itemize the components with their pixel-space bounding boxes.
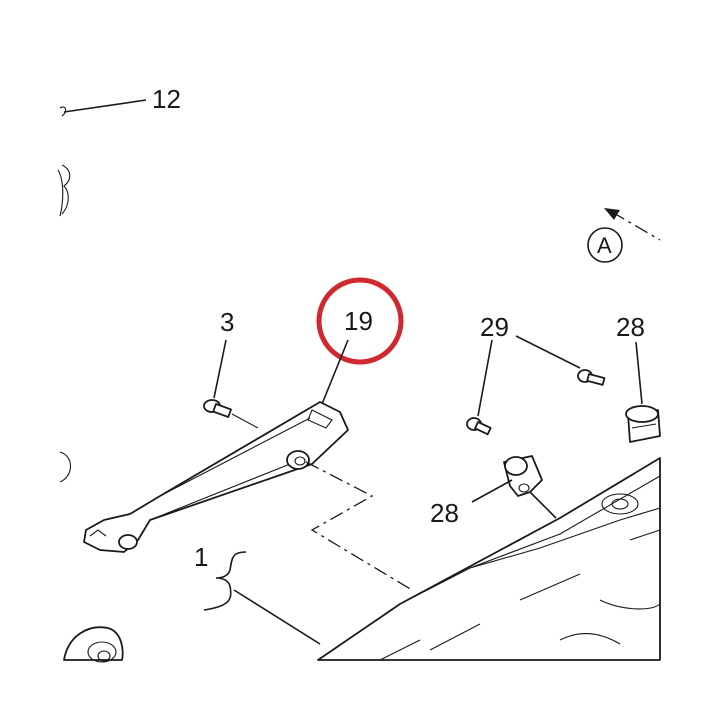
callout-3: 3 [220,307,234,337]
callout-28-lower: 28 [430,498,459,528]
bolt-3-axis [231,413,259,429]
bushing-28-lower [503,455,543,497]
leader-1 [233,589,321,645]
callout-29: 29 [480,312,509,342]
leader-19 [321,339,349,405]
leader-3 [213,339,227,399]
view-a-arrow-head [604,208,620,220]
frame-1 [317,457,661,661]
view-a-marker: A [587,227,623,263]
leader-28-upper [635,341,643,405]
leader-28-lower [471,479,513,503]
bushing-28-upper [625,405,661,443]
bracket-19 [83,401,349,553]
center-line [305,461,413,591]
callout-12: 12 [152,84,181,114]
callout-28-upper: 28 [616,312,645,342]
leader-29-b [515,335,581,369]
bolt-29-a [466,417,492,436]
highlight-circle [316,277,404,365]
leader-29-a [477,339,493,417]
leader-frame-to-clamp [529,491,557,519]
bolt-29-b [577,369,606,386]
callout-19: 19 [344,306,373,336]
callout-1: 1 [194,542,208,572]
part-12 [57,106,71,217]
brace-1 [203,551,247,611]
leader-12 [63,99,147,113]
bolt-3 [203,399,232,418]
svg-text:A: A [597,233,612,258]
round-part-bottom-left [63,626,124,663]
part-edge-arc [59,451,72,483]
view-a-arrow-line [611,211,661,241]
